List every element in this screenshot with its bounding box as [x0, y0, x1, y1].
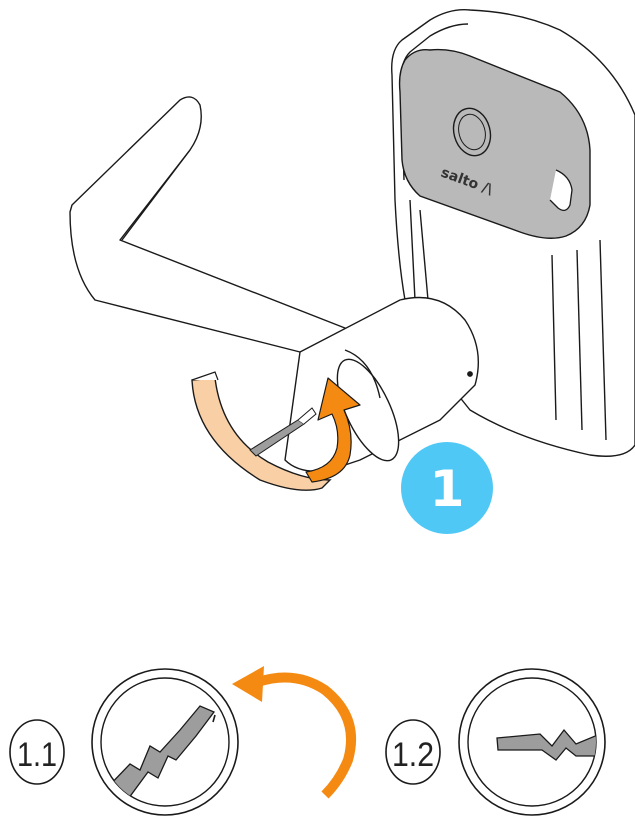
- svg-text:1: 1: [430, 460, 465, 518]
- rotate-arrow-icon: [232, 666, 351, 795]
- sub-step-1-1: 1.1: [10, 666, 351, 815]
- step-badge-1: 1: [401, 442, 493, 534]
- sub-step-label-1-1: 1.1: [17, 736, 57, 774]
- key-detail-tilted-icon: [92, 669, 238, 815]
- sub-step-1-2: 1.2: [386, 669, 605, 815]
- sub-step-label-1-2: 1.2: [392, 736, 434, 774]
